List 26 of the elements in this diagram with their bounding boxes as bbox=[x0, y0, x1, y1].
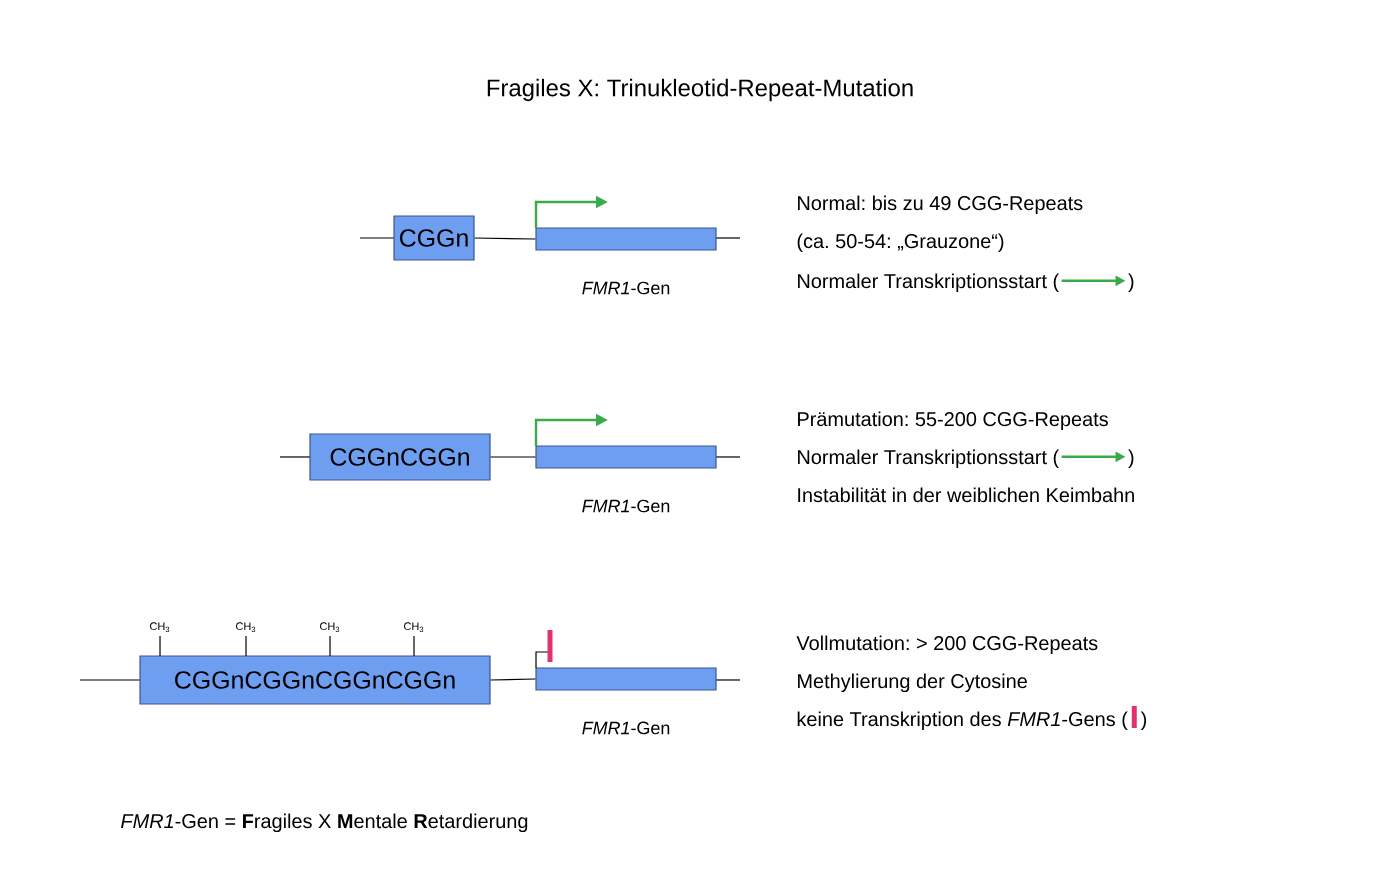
dna-line bbox=[474, 237, 536, 240]
description-text: ) bbox=[1128, 273, 1134, 293]
description-text: Normaler Transkriptionsstart ( bbox=[798, 273, 1060, 293]
description-text: keine Transkription des FMR1-Gens ( bbox=[797, 711, 1128, 731]
dna-line bbox=[490, 456, 536, 458]
gene-label: FMR1-Gen bbox=[582, 281, 670, 295]
repeat-box: CGGnCGGnCGGnCGGn bbox=[139, 655, 491, 705]
gene-label: FMR1-Gen bbox=[582, 721, 670, 735]
description-text: Normaler Transkriptionsstart ( bbox=[798, 449, 1060, 469]
repeat-box: CGGnCGGn bbox=[309, 433, 491, 481]
title: Fragiles X: Trinukleotid-Repeat-Mutation bbox=[487, 78, 913, 102]
description-text: Instabilität in der weiblichen Keimbahn bbox=[798, 487, 1134, 503]
footnote: FMR1-Gen = Fragiles X Mentale Retardierung bbox=[121, 813, 528, 833]
dna-line bbox=[490, 678, 536, 681]
gene-bar bbox=[535, 227, 717, 251]
description-text: Normal: bis zu 49 CGG-Repeats bbox=[798, 195, 1083, 215]
description-text: Vollmutation: > 200 CGG-Repeats bbox=[796, 635, 1098, 655]
description-text: (ca. 50-54: „Grauzone“) bbox=[797, 233, 1004, 253]
description-text: ) bbox=[1140, 711, 1147, 731]
gene-bar bbox=[535, 667, 717, 691]
description-text: Methylierung der Cytosine bbox=[798, 673, 1027, 693]
description-text: ) bbox=[1128, 449, 1134, 469]
gene-bar bbox=[535, 445, 717, 469]
description-text: Prämutation: 55-200 CGG-Repeats bbox=[798, 411, 1108, 431]
gene-label: FMR1-Gen bbox=[582, 499, 670, 513]
repeat-box: CGGn bbox=[393, 215, 475, 261]
